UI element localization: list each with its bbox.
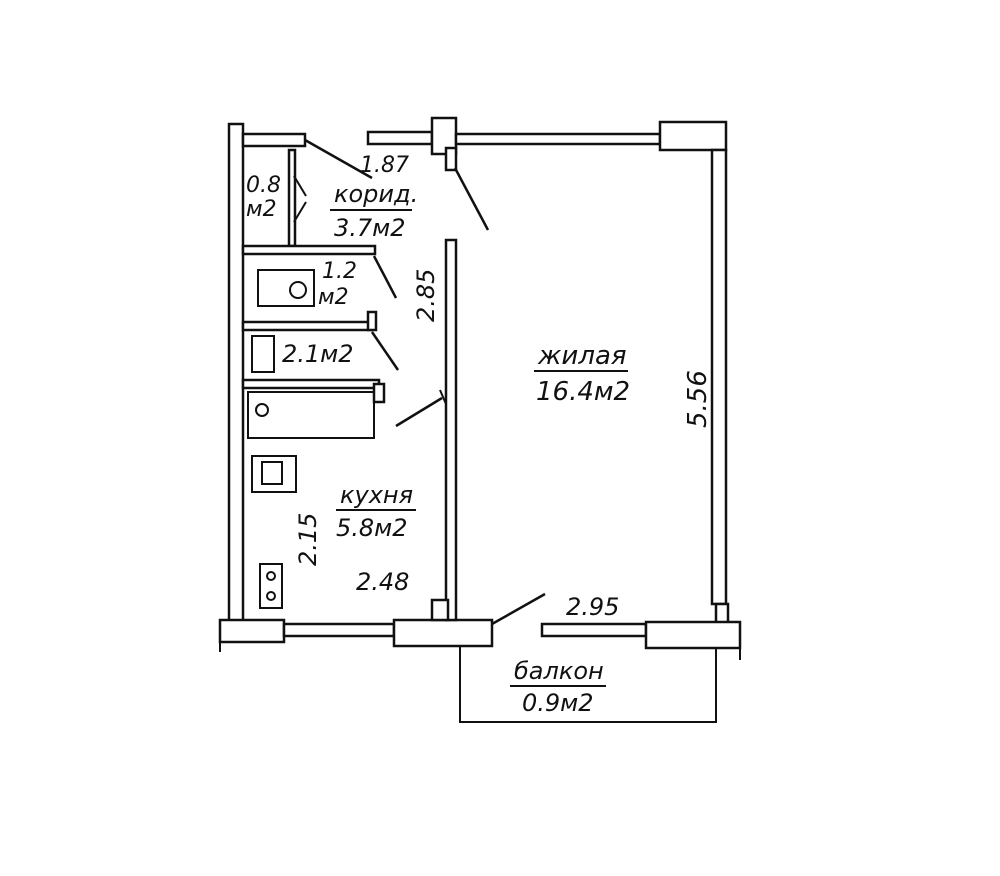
bathroom-area-label: 2.1м2: [282, 340, 354, 368]
partition-corridor-toilet: [241, 244, 377, 256]
kitchen-sink-fixture: [251, 455, 297, 493]
left-wall: [227, 122, 245, 630]
balcony-name-label: балкон: [514, 657, 604, 685]
dimension-5-56: 5.56: [683, 370, 713, 428]
top-wall-middle: [366, 130, 434, 146]
kitchen-area-label: 5.8м2: [336, 514, 408, 542]
kitchen-name-label: кухня: [340, 481, 413, 509]
closet-door-upper: [293, 175, 307, 197]
partition-toilet-bath: [241, 320, 373, 332]
dimension-2-95: 2.95: [566, 593, 619, 621]
closet-door-lower: [293, 201, 307, 223]
right-wall: [710, 148, 728, 606]
labels: 1.87 корид. 3.7м2 0.8 м2 1.2 м2 2.1м2 жи…: [246, 153, 713, 717]
outer-walls: [218, 116, 742, 660]
kitchen-door: [395, 396, 443, 428]
toilet-bowl-icon: [289, 281, 307, 299]
living-name-label: жилая: [537, 341, 627, 371]
partition-bath-kitchen: [241, 378, 381, 390]
closet-area-line2: м2: [246, 197, 277, 222]
balcony-area-label: 0.9м2: [522, 689, 594, 717]
bottom-wall-middle: [392, 618, 494, 648]
top-wall-right: [454, 132, 662, 146]
toilet-area-line2: м2: [318, 285, 349, 310]
toilet-door: [372, 255, 398, 299]
dimension-2-85: 2.85: [412, 269, 440, 322]
label-underlines: [330, 209, 628, 687]
partition-base: [430, 598, 450, 622]
bathtub-fixture: [247, 391, 375, 439]
corridor-door: [304, 138, 373, 180]
bathroom-door: [370, 331, 400, 371]
kitchen-window: [282, 622, 396, 638]
interior-walls: [241, 146, 458, 622]
top-wall-left: [241, 132, 307, 148]
living-window: [540, 622, 648, 638]
kitchen-sink-basin: [261, 461, 283, 485]
partition-kitchen-living: [444, 238, 458, 622]
balcony-outline: [459, 646, 717, 723]
toilet-fixture: [257, 269, 315, 307]
bottom-wall-right: [644, 620, 742, 650]
corridor-dim-label: 1.87: [360, 153, 409, 178]
living-door-jamb: [444, 146, 458, 172]
living-area-label: 16.4м2: [536, 377, 630, 407]
corner-block-top-right: [658, 120, 728, 152]
closet-partition: [287, 148, 297, 248]
corridor-name-label: корид.: [334, 180, 418, 208]
sink-fixture: [251, 335, 275, 373]
stove-burner-top-icon: [266, 571, 276, 581]
dimension-2-48: 2.48: [356, 568, 409, 596]
dimension-2-15: 2.15: [294, 513, 322, 566]
kitchen-door-stop: [439, 389, 447, 405]
fixtures: [247, 269, 375, 609]
toilet-area-line1: 1.2: [322, 259, 357, 284]
bathtub-drain-icon: [255, 403, 269, 417]
bottom-wall-left: [218, 618, 286, 644]
doors: [293, 138, 546, 626]
bath-door-jamb: [372, 382, 386, 404]
corridor-area-label: 3.7м2: [334, 214, 406, 242]
stove-fixture: [259, 563, 283, 609]
closet-area-line1: 0.8: [246, 173, 281, 198]
balcony-door: [491, 592, 546, 626]
stove-burner-bottom-icon: [266, 591, 276, 601]
living-door: [453, 167, 490, 231]
toilet-door-jamb: [366, 310, 378, 332]
